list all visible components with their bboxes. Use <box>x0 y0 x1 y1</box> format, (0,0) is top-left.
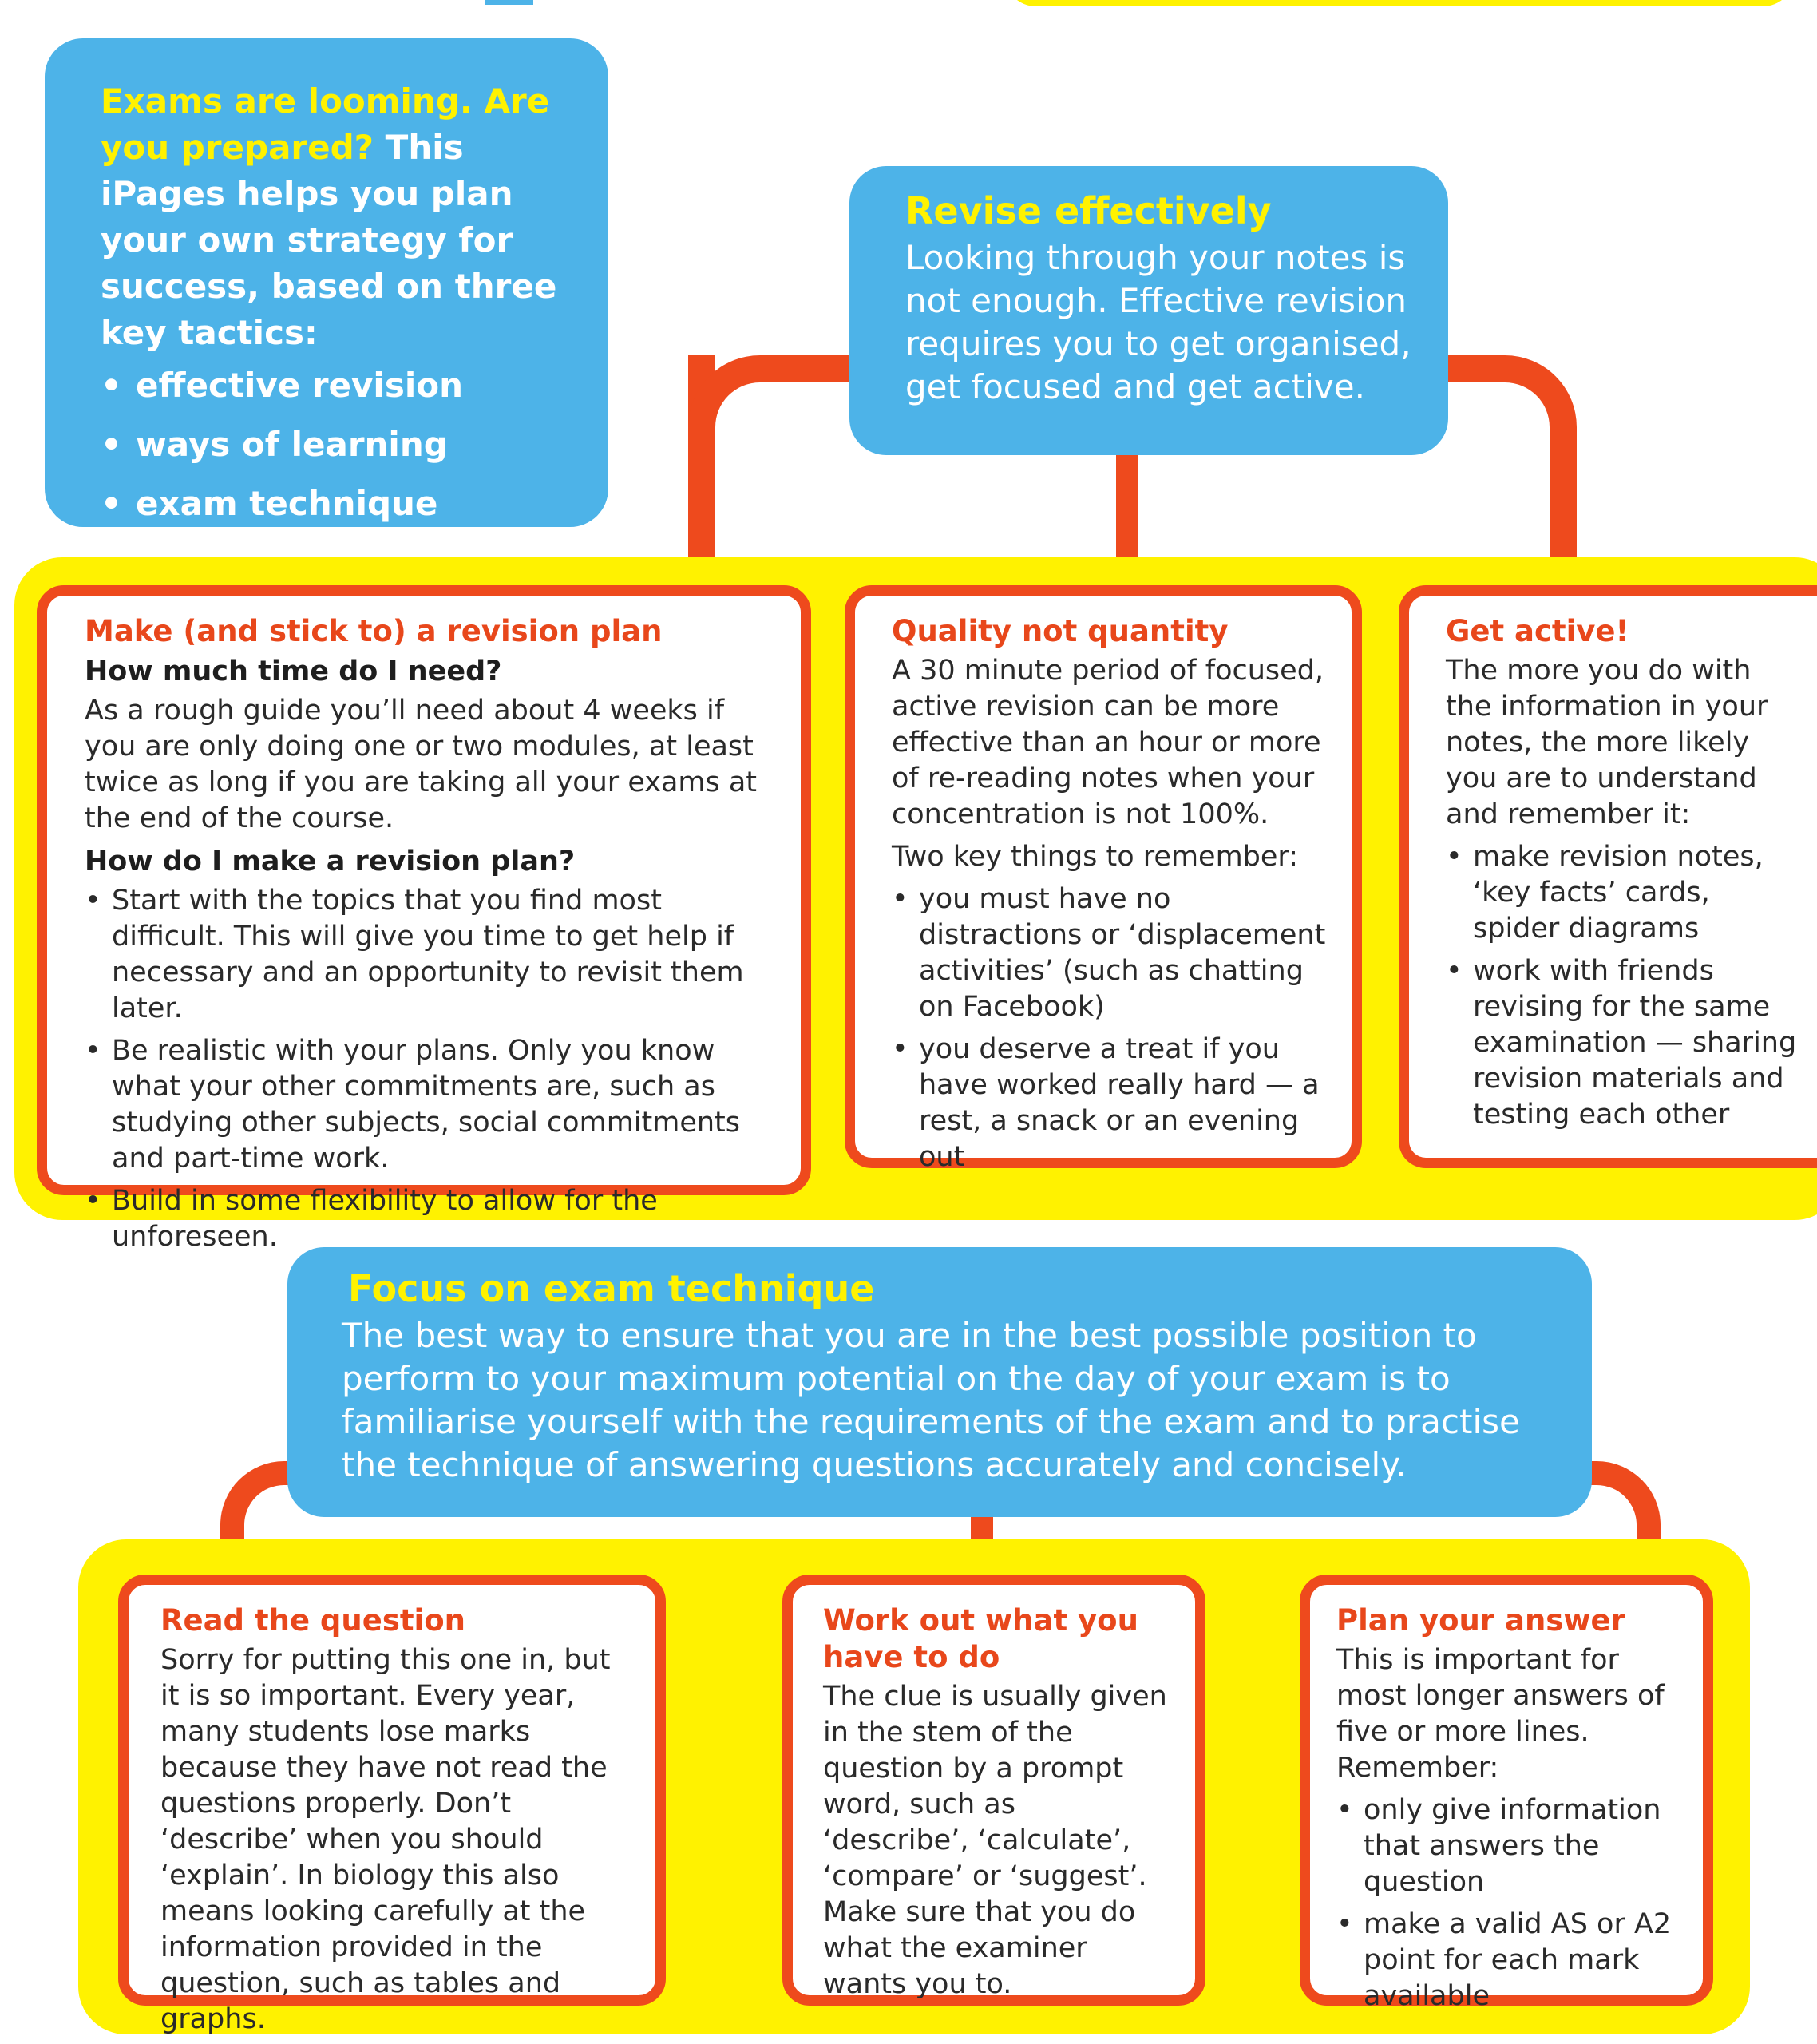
top-yellow-bar <box>1004 0 1795 6</box>
card-list: •make revision notes, ‘key facts’ cards,… <box>1446 839 1801 1133</box>
list-item: •Build in some flexibility to allow for … <box>85 1185 658 1253</box>
list-item: •you must have no distractions or ‘displ… <box>892 883 1326 1023</box>
card-title: Plan your answer <box>1336 1603 1625 1638</box>
card-paragraph: Two key things to remember: <box>892 841 1298 873</box>
list-item: •make a valid AS or A2 point for each ma… <box>1336 1908 1672 2012</box>
bullet-icon: • <box>1446 955 1463 987</box>
card-title: Quality not quantity <box>892 614 1229 648</box>
focus-box: Focus on exam technique The best way to … <box>287 1247 1592 1517</box>
card-title: Make (and stick to) a revision plan <box>85 614 663 648</box>
card-get-active: Get active! The more you do with the inf… <box>1399 585 1817 1168</box>
connector-left-curve <box>688 355 872 499</box>
card-question: How much time do I need? <box>85 656 502 687</box>
list-item: •work with friends revising for the same… <box>1446 955 1797 1131</box>
list-item: •Start with the topics that you find mos… <box>85 885 744 1024</box>
bullet-icon: • <box>1446 841 1463 873</box>
bullet-icon: • <box>1336 1908 1353 1940</box>
card-paragraph: Sorry for putting this one in, but it is… <box>160 1644 611 2035</box>
bullet-icon: • <box>101 366 122 405</box>
card-title: Get active! <box>1446 614 1629 648</box>
revise-body: Looking through your notes is not enough… <box>905 238 1411 406</box>
list-item: •you deserve a treat if you have worked … <box>892 1033 1320 1173</box>
focus-title: Focus on exam technique <box>348 1267 875 1310</box>
focus-body: The best way to ensure that you are in t… <box>342 1316 1520 1484</box>
card-title: Work out what you have to do <box>823 1603 1138 1674</box>
intro-item: •ways of learning <box>101 422 560 468</box>
card-paragraph: The clue is usually given in the stem of… <box>823 1681 1167 2000</box>
card-read-question: Read the question Sorry for putting this… <box>118 1575 666 2035</box>
intro-item: •effective revision <box>101 362 560 409</box>
list-item: •only give information that answers the … <box>1336 1794 1661 1898</box>
bullet-icon: • <box>101 425 122 464</box>
bullet-icon: • <box>892 1033 908 1065</box>
card-paragraph: A 30 minute period of focused, active re… <box>892 655 1324 830</box>
bullet-icon: • <box>85 1035 101 1067</box>
bullet-icon: • <box>892 883 908 915</box>
card-paragraph: The more you do with the information in … <box>1446 655 1768 830</box>
revise-box: Revise effectively Looking through your … <box>849 166 1448 455</box>
intro-body: This iPages helps you plan your own stra… <box>101 128 557 352</box>
intro-item: •exam technique <box>101 481 560 527</box>
intro-list: •effective revision •ways of learning •e… <box>101 362 560 527</box>
card-work-out: Work out what you have to do The clue is… <box>782 1575 1205 2006</box>
intro-box: Exams are looming. Are you prepared? Thi… <box>45 38 608 527</box>
card-question: How do I make a revision plan? <box>85 846 576 877</box>
card-revision-plan: Make (and stick to) a revision plan How … <box>37 585 811 1253</box>
card-paragraph: As a rough guide you’ll need about 4 wee… <box>85 695 758 834</box>
top-blue-fragment <box>485 0 533 5</box>
card-paragraph: This is important for most longer answer… <box>1336 1644 1665 1784</box>
bullet-icon: • <box>1336 1794 1353 1826</box>
card-plan-answer: Plan your answer This is important for m… <box>1300 1575 1713 2012</box>
bullet-icon: • <box>85 1185 101 1217</box>
card-list: •only give information that answers the … <box>1336 1792 1677 2014</box>
bullet-icon: • <box>101 484 122 523</box>
card-list: •you must have no distractions or ‘displ… <box>892 881 1326 1175</box>
list-item: •make revision notes, ‘key facts’ cards,… <box>1446 841 1764 945</box>
list-item: •Be realistic with your plans. Only you … <box>85 1035 741 1175</box>
bullet-icon: • <box>85 885 101 917</box>
card-title: Read the question <box>160 1603 465 1638</box>
intro-highlight: Exams are looming. Are you prepared? <box>101 81 550 167</box>
card-list: •Start with the topics that you find mos… <box>85 883 775 1255</box>
card-quality: Quality not quantity A 30 minute period … <box>845 585 1362 1173</box>
intro-text: Exams are looming. Are you prepared? Thi… <box>101 78 560 356</box>
revise-title: Revise effectively <box>905 189 1272 232</box>
